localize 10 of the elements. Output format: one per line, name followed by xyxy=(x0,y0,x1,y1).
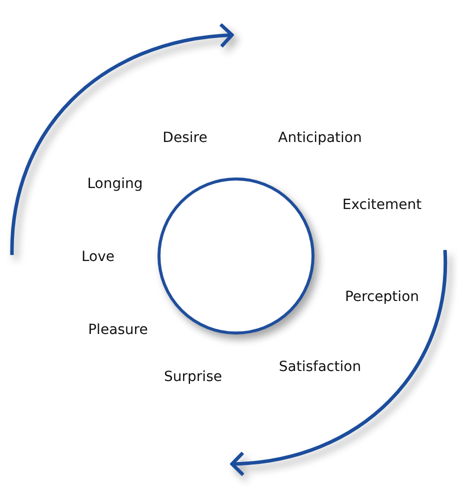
cycle-label: Pleasure xyxy=(88,322,148,338)
cycle-label: Love xyxy=(81,249,115,265)
cycle-label: Surprise xyxy=(164,369,222,385)
cycle-label: Anticipation xyxy=(278,130,362,146)
cycle-label: Perception xyxy=(344,289,420,305)
cycle-label: Desire xyxy=(162,130,208,146)
cycle-label: Longing xyxy=(87,176,143,192)
cycle-label: Excitement xyxy=(342,197,422,213)
cycle-label: Satisfaction xyxy=(278,359,362,375)
circle-node xyxy=(157,177,315,335)
